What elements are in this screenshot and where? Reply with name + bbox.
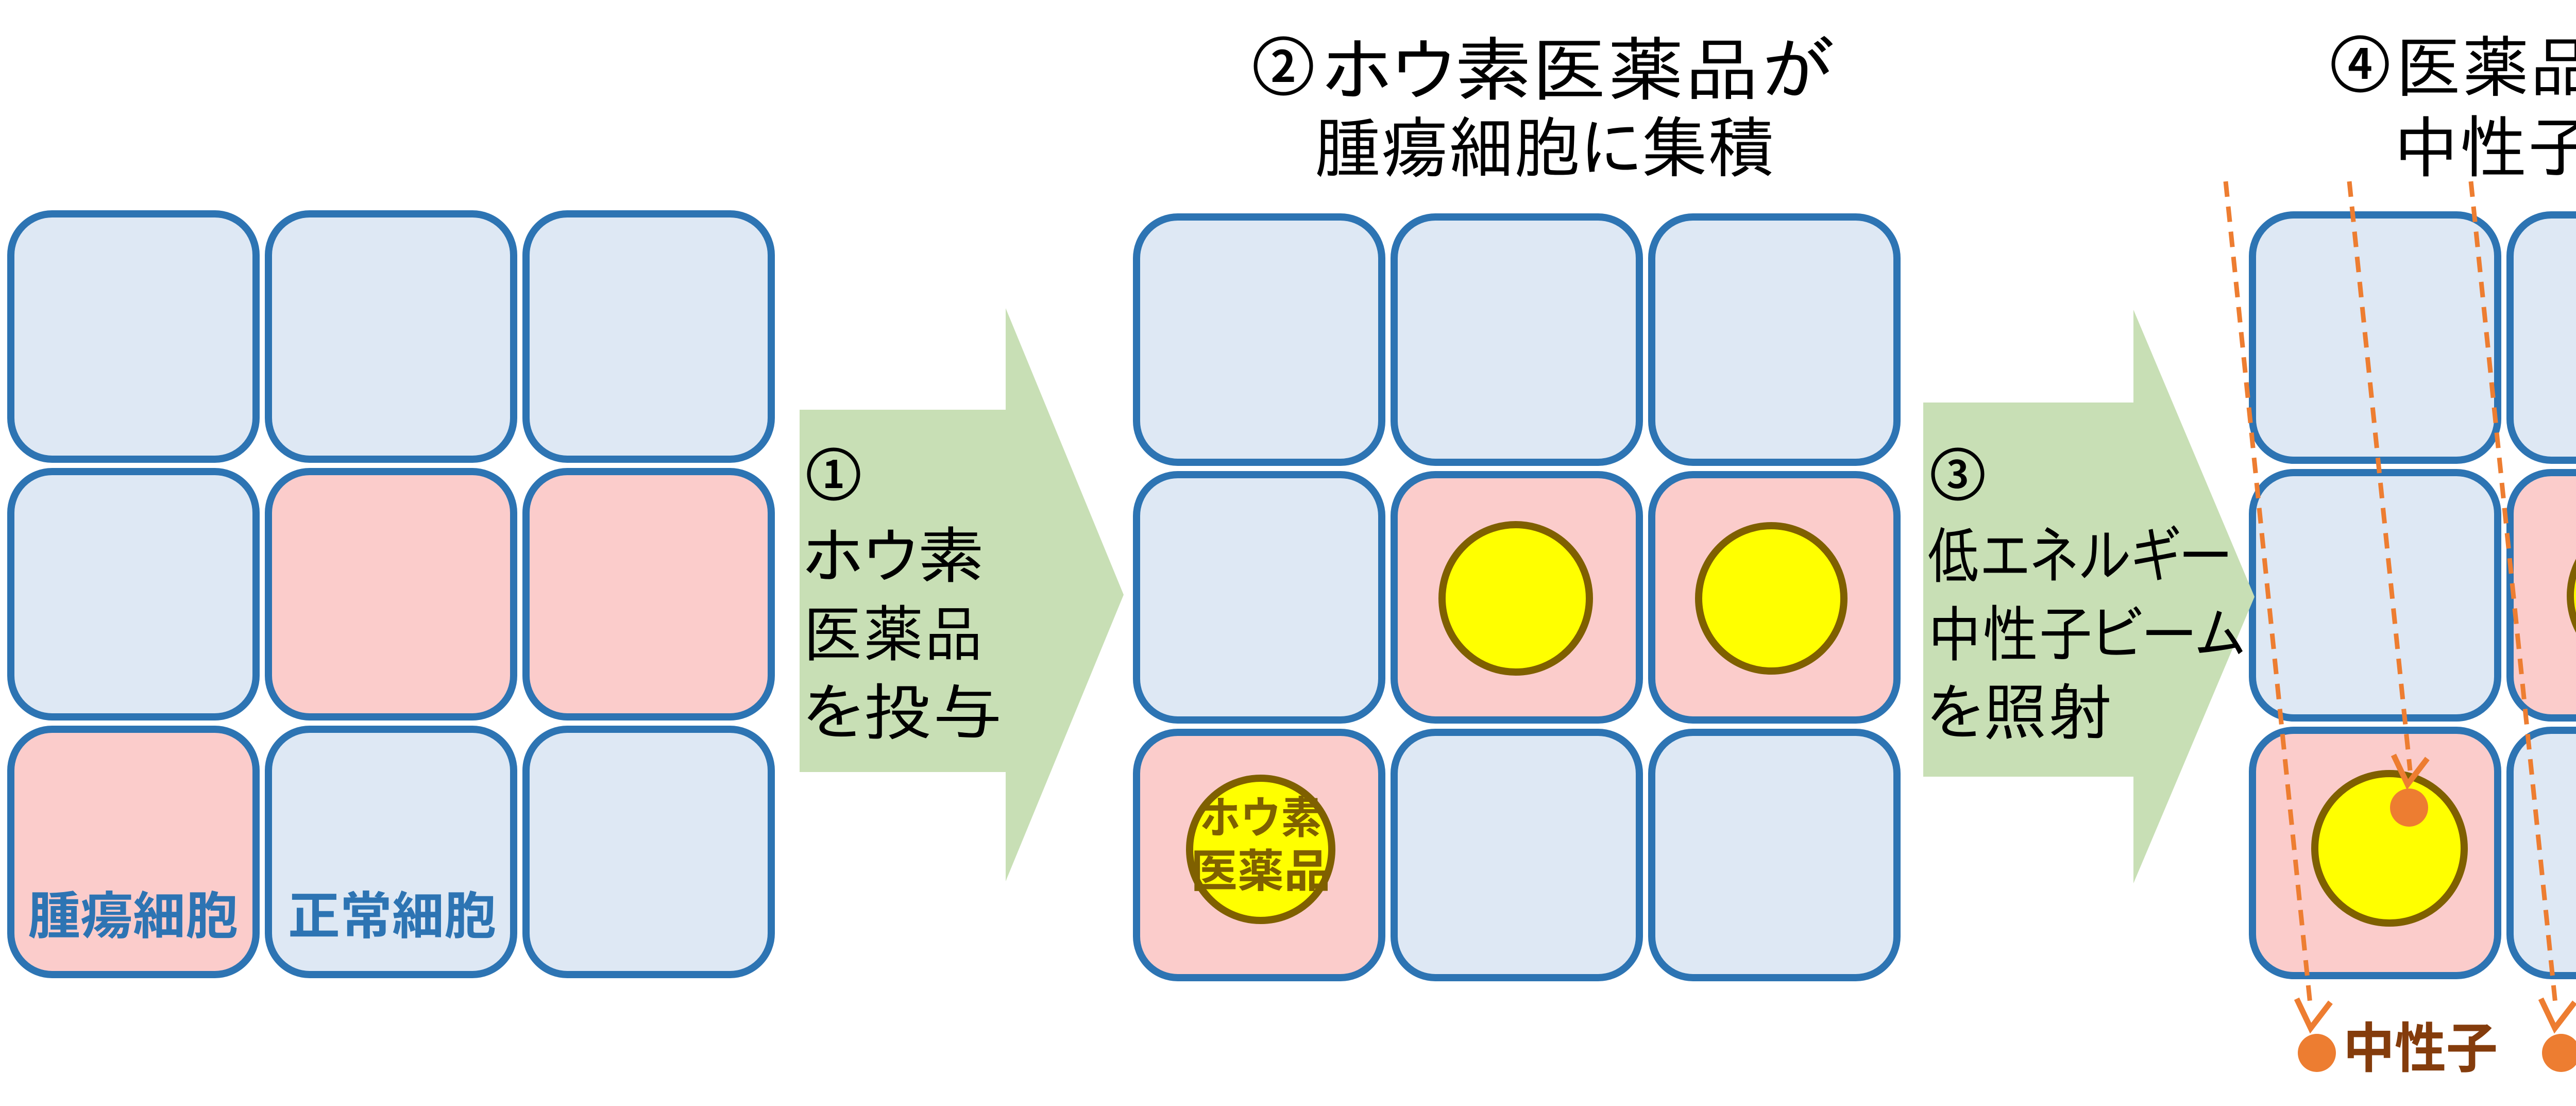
svg-text:医薬品: 医薬品	[803, 602, 984, 664]
svg-text:ホウ素: ホウ素	[1200, 782, 1321, 846]
svg-text:中性子ビーム: 中性子ビーム	[1927, 602, 2245, 664]
svg-text:1: 1	[822, 444, 845, 499]
svg-text:中性子: 中性子	[2343, 1005, 2498, 1083]
svg-text:正常細胞: 正常細胞	[288, 875, 496, 949]
svg-text:3: 3	[1946, 444, 1969, 499]
svg-text:腫瘍細胞に集積: 腫瘍細胞に集積	[1315, 113, 1774, 180]
svg-text:を照射: を照射	[1927, 680, 2112, 742]
svg-text:医薬品: 医薬品	[1191, 835, 1331, 900]
svg-text:ホウ素: ホウ素	[803, 524, 984, 585]
svg-text:腫瘍細胞: 腫瘍細胞	[28, 875, 238, 949]
svg-text:低エネルギー: 低エネルギー	[1927, 524, 2231, 585]
svg-text:医薬品中のホウ素が: 医薬品中のホウ素が	[2395, 32, 2576, 99]
svg-text:を投与: を投与	[803, 680, 1003, 742]
svg-text:2: 2	[1270, 32, 1296, 95]
svg-text:ホウ素医薬品が: ホウ素医薬品が	[1322, 33, 1835, 104]
svg-text:4: 4	[2348, 31, 2372, 91]
svg-text:中性子を捕獲: 中性子を捕獲	[2393, 112, 2576, 180]
